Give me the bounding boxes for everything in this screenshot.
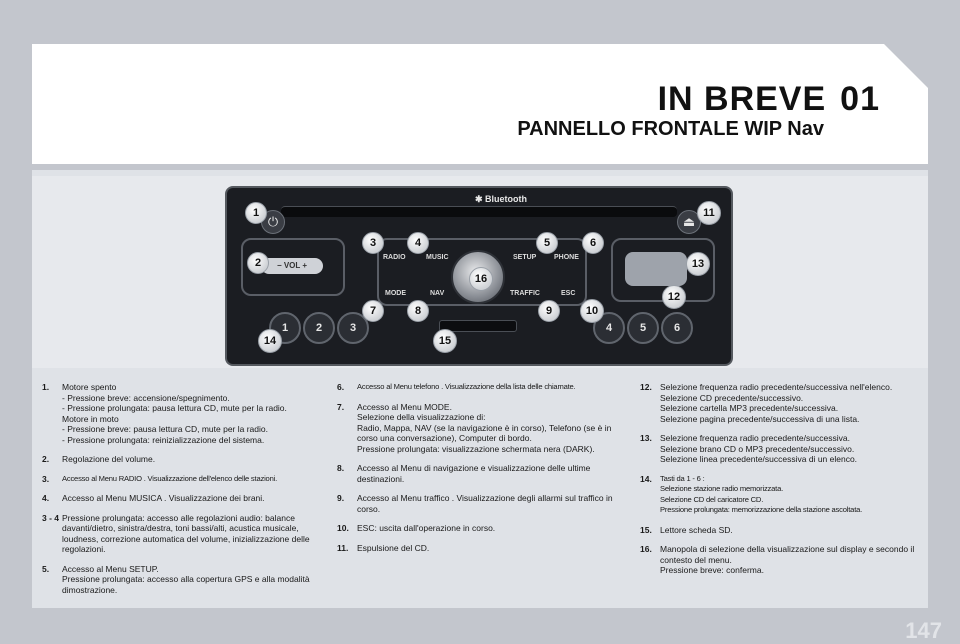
preset-button-4[interactable]: 4 <box>593 312 625 344</box>
navigation-pad[interactable] <box>625 252 687 286</box>
page-number: 147 <box>905 618 942 643</box>
chapter-number: 01 <box>840 80 880 118</box>
menu-button-group <box>377 238 587 306</box>
bluetooth-label: ✱ Bluetooth <box>475 194 528 204</box>
header-panel <box>32 44 928 164</box>
traffic-button[interactable]: TRAFFIC <box>510 290 540 297</box>
esc-button[interactable]: ESC <box>561 290 576 297</box>
radio-button[interactable]: RADIO <box>383 254 406 261</box>
right-column: 12.Selezione frequenza radio precedente/… <box>640 382 925 585</box>
callout-5: 5 <box>536 232 558 254</box>
middle-column: 6.Accesso al Menu telefono . Visualizzaz… <box>337 382 625 562</box>
music-button[interactable]: MUSIC <box>426 254 449 261</box>
phone-button[interactable]: PHONE <box>554 254 579 261</box>
preset-button-5[interactable]: 5 <box>627 312 659 344</box>
callout-3: 3 <box>362 232 384 254</box>
list-item: 15.Lettore scheda SD. <box>640 524 733 535</box>
volume-group <box>241 238 345 296</box>
preset-button-3[interactable]: 3 <box>337 312 369 344</box>
list-item: 2.Regolazione del volume. <box>42 454 156 464</box>
list-item: 4.Accesso al Menu MUSICA . Visualizzazio… <box>42 493 265 503</box>
list-item: 12.Selezione frequenza radio precedente/… <box>640 382 893 424</box>
list-item: 1.Motore spento - Pressione breve: accen… <box>42 382 287 445</box>
callout-11: 11 <box>697 201 721 225</box>
list-item: 5.Accesso al Menu SETUP. Pressione prolu… <box>42 563 310 595</box>
callout-10: 10 <box>580 299 604 323</box>
callout-9: 9 <box>538 300 560 322</box>
callout-4: 4 <box>407 232 429 254</box>
list-item: 16.Manopola di selezione della visualizz… <box>640 544 915 575</box>
list-item: 9.Accesso al Menu traffico . Visualizzaz… <box>337 493 613 514</box>
left-column: 1.Motore spento - Pressione breve: accen… <box>42 382 324 604</box>
callout-13: 13 <box>686 252 710 276</box>
callout-6: 6 <box>582 232 604 254</box>
setup-button[interactable]: SETUP <box>513 254 537 261</box>
mode-button[interactable]: MODE <box>385 290 406 297</box>
sd-card-slot[interactable] <box>439 320 517 332</box>
cd-slot <box>281 206 677 217</box>
list-item: 6.Accesso al Menu telefono . Visualizzaz… <box>337 382 576 392</box>
callout-14: 14 <box>258 329 282 353</box>
list-item: 13.Selezione frequenza radio precedente/… <box>640 433 858 464</box>
callout-2: 2 <box>247 252 269 274</box>
callout-7: 7 <box>362 300 384 322</box>
callout-8: 8 <box>407 300 429 322</box>
callout-1: 1 <box>245 202 267 224</box>
list-item: 7.Accesso al Menu MODE. Selezione della … <box>337 401 612 454</box>
preset-button-6[interactable]: 6 <box>661 312 693 344</box>
preset-button-2[interactable]: 2 <box>303 312 335 344</box>
list-item: 11.Espulsione del CD. <box>337 542 430 553</box>
volume-control[interactable]: − VOL + <box>261 258 323 274</box>
list-item: 3.Accesso al Menu RADIO . Visualizzazion… <box>42 473 277 484</box>
radio-front-panel: ✱ Bluetooth ⏻ ⏏ − VOL + RADIO MUSIC SETU… <box>227 188 731 364</box>
list-item: 14.Tasti da 1 - 6 : Selezione stazione r… <box>640 473 863 515</box>
nav-button[interactable]: NAV <box>430 290 445 297</box>
list-item: 10.ESC: uscita dall'operazione in corso. <box>337 523 496 533</box>
list-item: 8.Accesso al Menu di navigazione e visua… <box>337 463 591 484</box>
callout-12: 12 <box>662 285 686 309</box>
page-subtitle: PANNELLO FRONTALE WIP Nav <box>517 118 824 140</box>
callout-16: 16 <box>469 267 493 291</box>
callout-15: 15 <box>433 329 457 353</box>
